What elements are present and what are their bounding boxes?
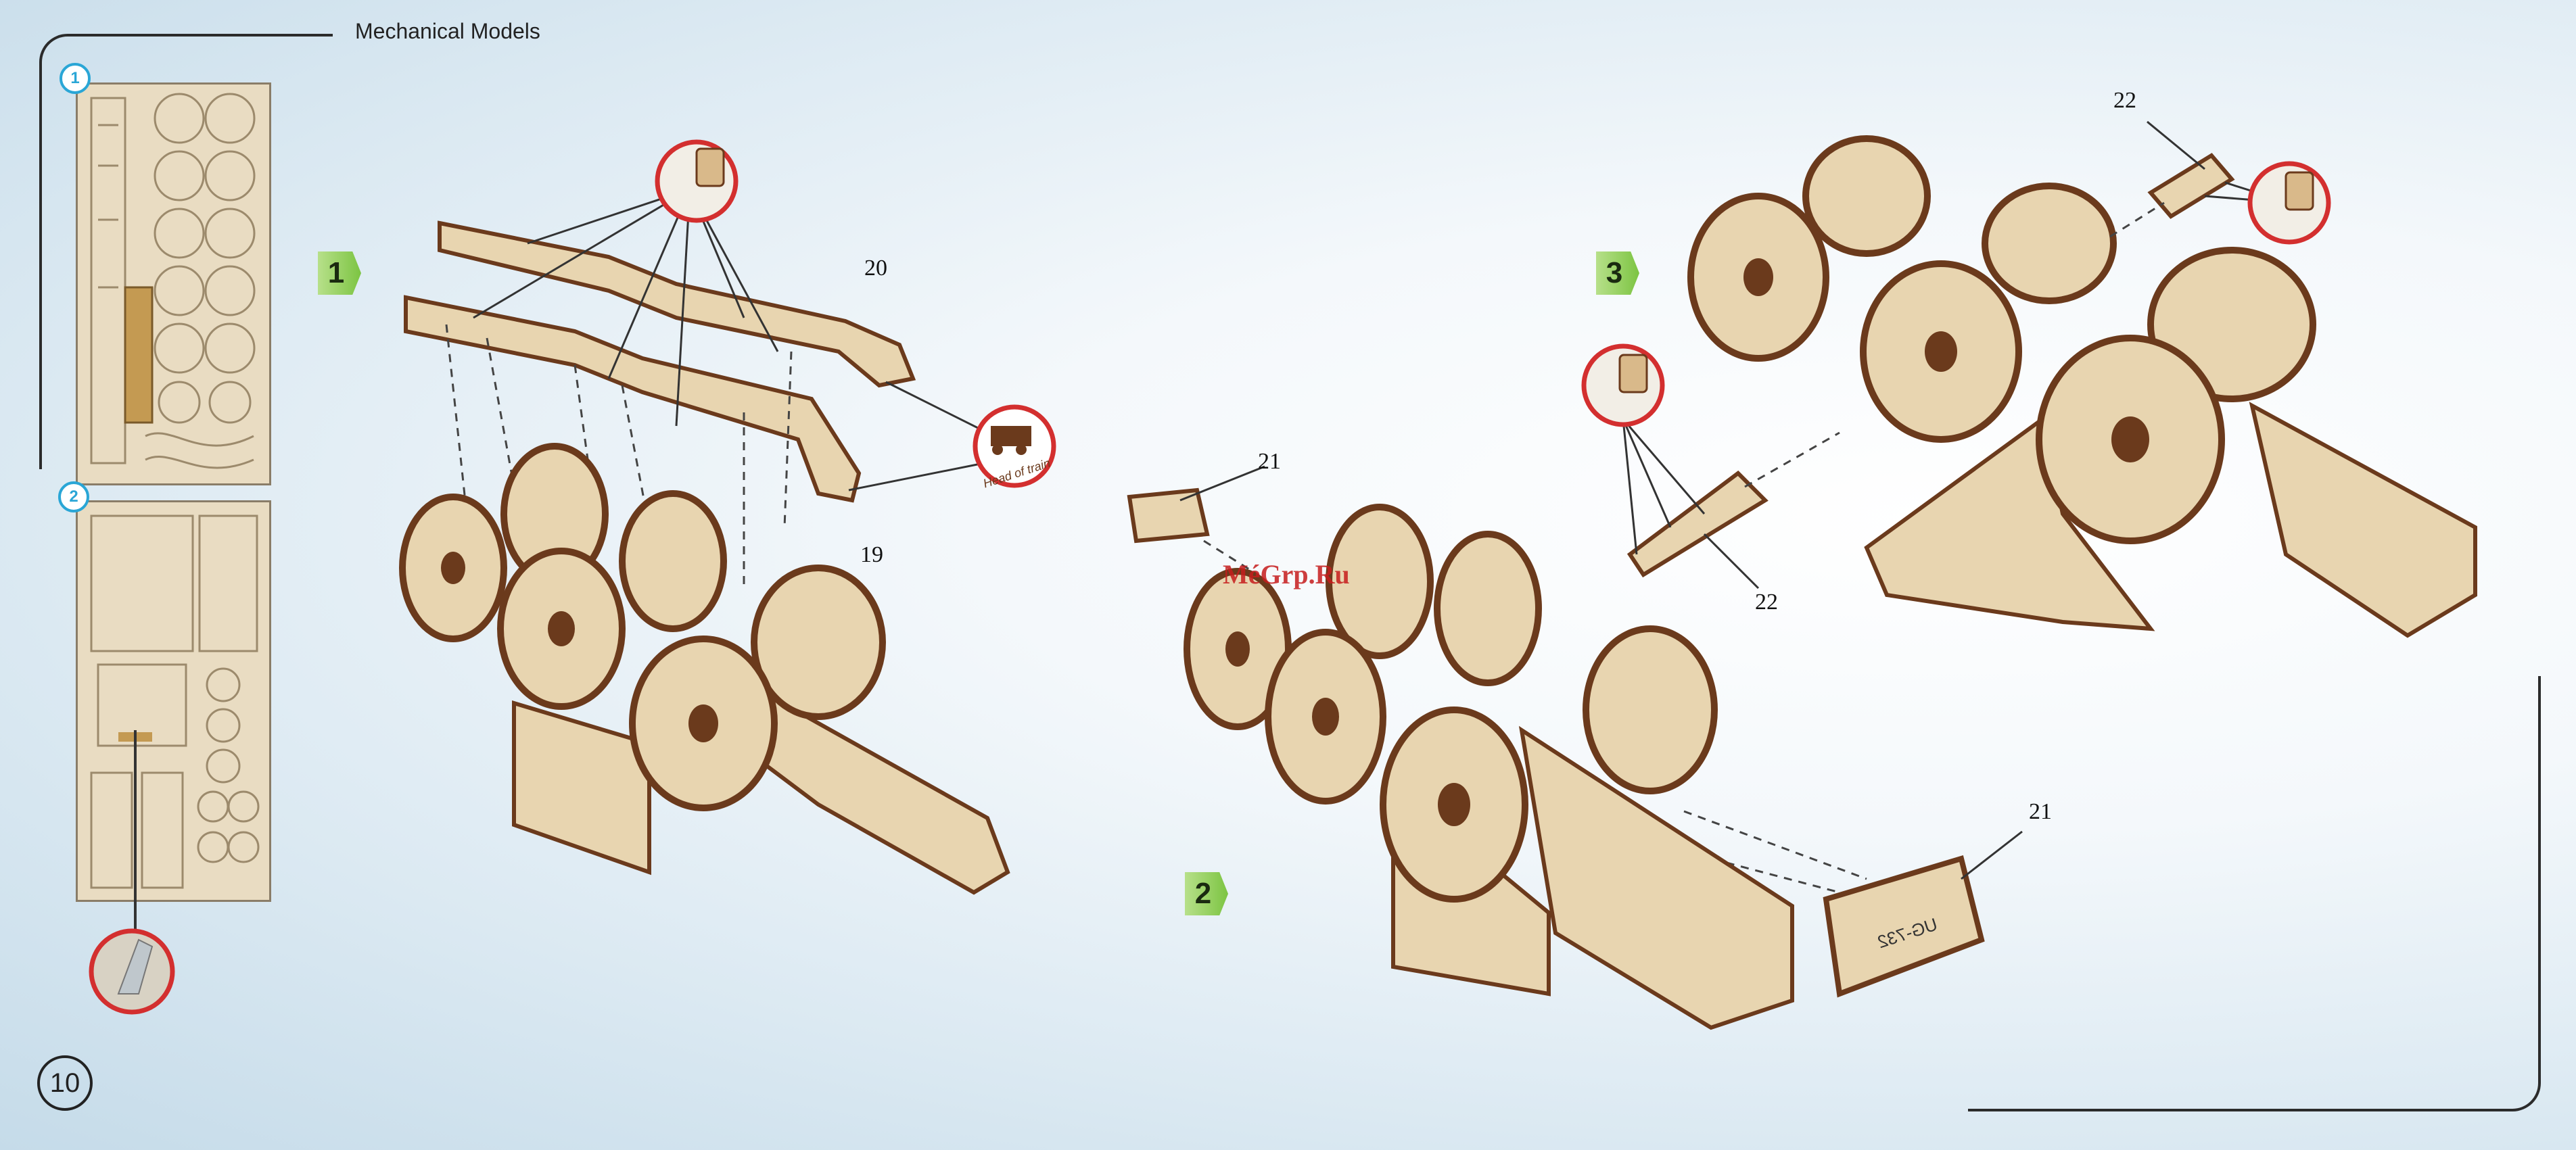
part-callout-22: 22 (1755, 590, 1778, 615)
step-3-assembly (1584, 122, 2475, 636)
step-2-badge: 2 (1185, 872, 1228, 915)
step-3-badge: 3 (1596, 251, 1639, 295)
part-callout-20: 20 (864, 256, 887, 281)
part-callout-21: 21 (1258, 449, 1281, 475)
part-callout-22: 22 (2113, 88, 2136, 114)
step-1-badge: 1 (318, 251, 361, 295)
watermark: MéGrp.Ru (1223, 558, 1350, 590)
part-callout-19: 19 (860, 542, 883, 568)
part-callout-21: 21 (2029, 799, 2052, 825)
step-1-assembly (402, 142, 1054, 892)
